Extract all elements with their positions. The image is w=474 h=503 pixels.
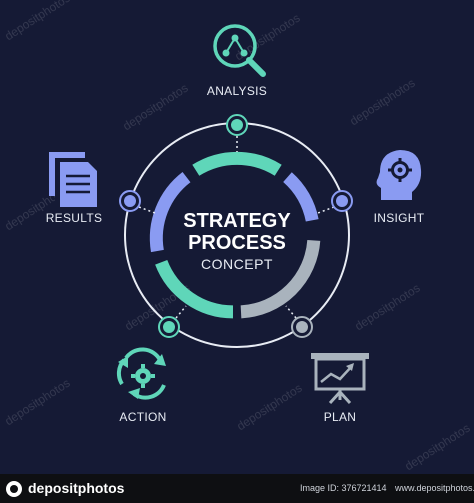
step-label-plan: PLAN <box>323 410 357 424</box>
diagram-subtitle: CONCEPT <box>201 256 273 272</box>
diagram-title-line1: STRATEGY <box>183 210 291 232</box>
diagram-title-line2: PROCESS <box>188 232 286 254</box>
node-action <box>158 316 180 338</box>
node-results <box>119 190 141 212</box>
connector-plan <box>285 305 297 319</box>
depositphotos-logo-icon <box>6 481 22 497</box>
node-analysis <box>226 114 248 136</box>
cycle-gear-icon <box>116 347 166 400</box>
ring-segment-analysis <box>192 151 282 176</box>
ring-segment-results <box>149 171 191 253</box>
step-label-analysis: ANALYSIS <box>206 84 268 98</box>
ring-segment-plan <box>240 239 321 319</box>
documents-icon <box>49 152 97 207</box>
footer-brand: depositphotos <box>28 480 125 496</box>
nodes <box>119 114 353 338</box>
head-gear-icon <box>376 150 422 200</box>
footer-image-id: Image ID: 376721414 <box>300 483 387 493</box>
connector-action <box>175 305 187 319</box>
footer-bar: depositphotos Image ID: 376721414 www.de… <box>0 474 474 503</box>
node-insight <box>331 190 353 212</box>
step-label-insight: INSIGHT <box>373 211 425 225</box>
presentation-chart-icon <box>311 353 369 405</box>
magnifier-network-icon <box>213 24 266 77</box>
strategy-cycle-diagram <box>49 24 422 405</box>
step-label-action: ACTION <box>119 410 167 424</box>
footer-site: www.depositphotos.com <box>395 483 474 493</box>
process-ring <box>149 151 321 319</box>
step-label-results: RESULTS <box>45 211 103 225</box>
ring-segment-action <box>155 259 234 319</box>
ring-segment-insight <box>283 172 319 222</box>
node-plan <box>291 316 313 338</box>
